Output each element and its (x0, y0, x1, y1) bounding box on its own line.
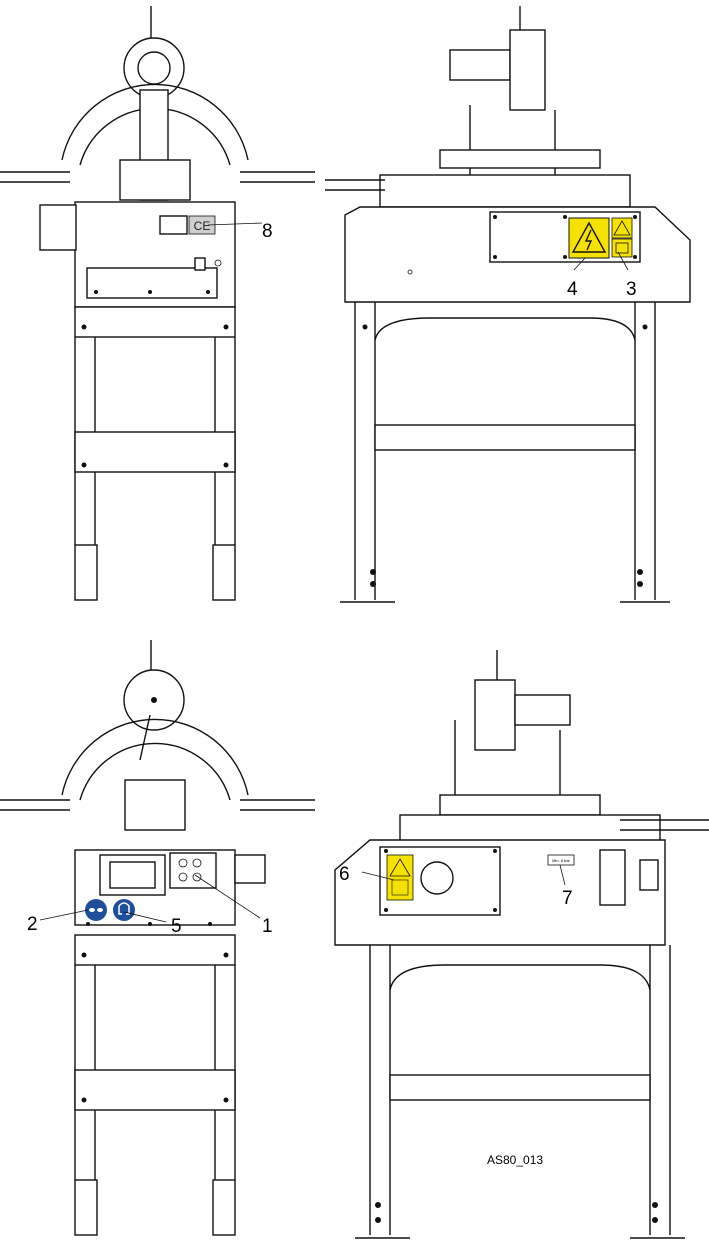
view-side-bottom-right: Min. 6 bar (334, 650, 709, 1239)
callout-3: 3 (626, 279, 637, 300)
ear-protection-icon (113, 899, 135, 921)
callout-7: 7 (562, 888, 573, 909)
eye-protection-icon (85, 899, 107, 921)
callout-leaders (39, 222, 629, 923)
general-warning-icon (386, 854, 414, 901)
ce-mark-text: CE (194, 219, 211, 233)
callout-2: 2 (27, 914, 38, 935)
callout-1: 1 (262, 916, 273, 937)
view-front-bottom-left (0, 640, 315, 1236)
view-front-top-left: CE (0, 6, 315, 601)
general-warning-icon (611, 217, 633, 239)
callout-4: 4 (567, 279, 578, 300)
callout-5: 5 (171, 916, 182, 937)
callout-8: 8 (262, 221, 273, 242)
view-side-top-right (325, 6, 691, 603)
read-manual-icon (611, 238, 633, 258)
figure-reference: AS80_013 (487, 1153, 543, 1167)
callout-6: 6 (339, 864, 350, 885)
pressure-label-text: Min. 6 bar (552, 858, 570, 863)
